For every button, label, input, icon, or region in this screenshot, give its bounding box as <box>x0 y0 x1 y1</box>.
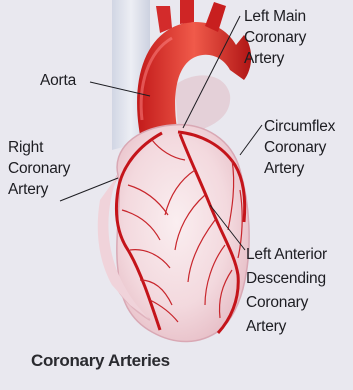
label-line: Circumflex <box>264 116 335 137</box>
label-line: Coronary <box>8 158 70 179</box>
label-aorta: Aorta <box>40 70 76 91</box>
label-line: Descending <box>246 267 327 291</box>
pulmonary-trunk <box>175 75 230 130</box>
label-line: Artery <box>8 179 70 200</box>
leader-circumflex <box>240 125 262 155</box>
label-line: Left Anterior <box>246 243 327 267</box>
label-line: Coronary <box>264 137 335 158</box>
label-line: Aorta <box>40 70 76 91</box>
label-lad-coronary-artery: Left Anterior Descending Coronary Artery <box>246 243 327 339</box>
label-line: Artery <box>264 158 335 179</box>
label-circumflex-coronary-artery: Circumflex Coronary Artery <box>264 116 335 179</box>
label-line: Coronary <box>246 291 327 315</box>
label-line: Artery <box>246 315 327 339</box>
label-line: Artery <box>244 48 306 69</box>
label-left-main-coronary-artery: Left Main Coronary Artery <box>244 6 306 69</box>
diagram-caption: Coronary Arteries <box>31 351 170 371</box>
label-line: Left Main <box>244 6 306 27</box>
label-right-coronary-artery: Right Coronary Artery <box>8 137 70 200</box>
label-line: Coronary <box>244 27 306 48</box>
label-line: Right <box>8 137 70 158</box>
